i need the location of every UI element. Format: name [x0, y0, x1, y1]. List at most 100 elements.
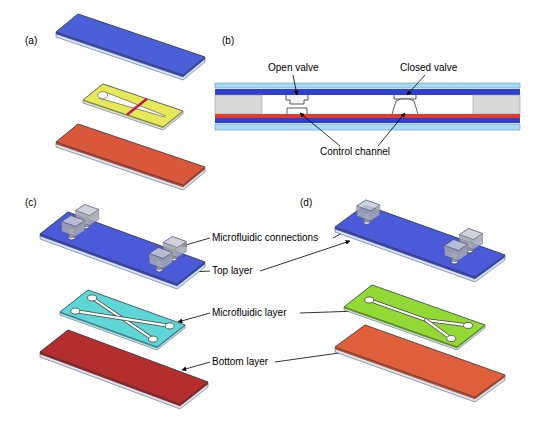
plate-side	[357, 200, 380, 216]
reservoir	[447, 336, 456, 342]
panel-letter: (c)	[25, 197, 37, 209]
plate-face	[40, 330, 208, 404]
plate-side	[62, 216, 85, 232]
plate-side	[163, 237, 186, 253]
channel	[75, 311, 169, 326]
reservoir	[88, 295, 97, 301]
top-plate	[56, 14, 205, 80]
plate-side	[56, 124, 205, 187]
spacer-block	[473, 95, 520, 114]
leader-line	[378, 113, 405, 146]
plate-side	[460, 229, 483, 245]
plate-side	[445, 240, 468, 256]
leader-line	[407, 75, 425, 95]
plate-edge	[445, 240, 468, 261]
middle-layer	[83, 84, 183, 130]
plate-edge	[149, 248, 172, 269]
leader-line	[260, 241, 350, 271]
leader-line	[178, 313, 210, 322]
bottom-plate	[40, 330, 208, 409]
plate-side	[149, 248, 172, 264]
part-label: Top layer	[212, 265, 253, 277]
exploded-views	[40, 14, 505, 409]
reservoir	[148, 336, 157, 342]
leader-line	[275, 352, 346, 362]
connector-block	[445, 240, 468, 261]
plate-edge	[40, 212, 205, 289]
membrane-band	[215, 114, 520, 118]
part-label: Microfluidic layer	[212, 307, 286, 319]
glass-band	[215, 124, 520, 130]
part-label: Open valve	[268, 62, 319, 74]
plate-face	[56, 124, 205, 185]
plate-side	[56, 14, 205, 77]
part-label: Control channel	[320, 146, 390, 158]
leader-line	[293, 75, 297, 95]
reservoir	[98, 92, 108, 99]
plate-face	[83, 84, 183, 127]
plate-edge	[56, 14, 205, 80]
bottom-plate	[56, 124, 205, 190]
reservoir	[365, 297, 374, 303]
microfluidic-layer	[344, 285, 485, 350]
connector-block	[149, 248, 172, 269]
plate-side	[40, 212, 205, 286]
plate-edge	[83, 84, 183, 130]
channel	[99, 92, 166, 116]
plate-face	[357, 200, 380, 211]
panel-letter: (d)	[300, 197, 312, 209]
plate-face	[76, 205, 99, 216]
panel-letter: (a)	[25, 35, 37, 47]
plate-side	[40, 330, 208, 406]
plate-side	[76, 205, 99, 221]
connector-block	[62, 216, 85, 237]
plate-side	[60, 290, 185, 348]
deflected-membrane	[392, 99, 418, 114]
control-channel	[287, 108, 307, 114]
plate-edge	[357, 200, 380, 221]
channel	[426, 320, 452, 339]
leader-line	[182, 362, 210, 370]
channel-outline	[75, 311, 169, 326]
panel-letter: (b)	[222, 35, 234, 47]
plate-face	[460, 229, 483, 240]
reservoir	[464, 322, 473, 328]
part-label: Closed valve	[400, 62, 457, 74]
plate-face	[56, 14, 205, 75]
channel-outline	[369, 300, 468, 325]
top-band	[215, 89, 520, 95]
valve-seat	[394, 95, 416, 99]
spacer-block	[215, 95, 262, 114]
part-label: Bottom layer	[212, 356, 268, 368]
plate-face	[163, 237, 186, 248]
channel-outline	[426, 320, 452, 339]
leader-line	[300, 113, 340, 146]
plate-side	[83, 84, 183, 128]
plate-edge	[60, 290, 185, 350]
plate-edge	[344, 285, 485, 350]
glass-band	[215, 83, 520, 88]
plate-side	[344, 285, 485, 348]
plate-edge	[56, 124, 205, 190]
reservoir	[71, 308, 80, 314]
plate-face	[344, 285, 485, 347]
reservoir	[165, 323, 174, 329]
plate-face	[445, 240, 468, 251]
plate-face	[149, 248, 172, 259]
part-label: Microfluidic connections	[212, 232, 318, 244]
control-line	[127, 99, 147, 115]
connector-block	[357, 200, 380, 221]
cross-section	[215, 83, 520, 130]
plate-edge	[62, 216, 85, 237]
plate-face	[60, 290, 185, 347]
plate-edge	[40, 330, 208, 409]
bottom-band	[215, 118, 520, 123]
microfluidic-layer	[60, 290, 185, 350]
channel-space	[262, 95, 473, 114]
valve-seat	[286, 95, 308, 104]
top-plate	[40, 212, 205, 289]
plate-face	[40, 212, 205, 284]
channel	[369, 300, 468, 325]
plate-face	[62, 216, 85, 227]
